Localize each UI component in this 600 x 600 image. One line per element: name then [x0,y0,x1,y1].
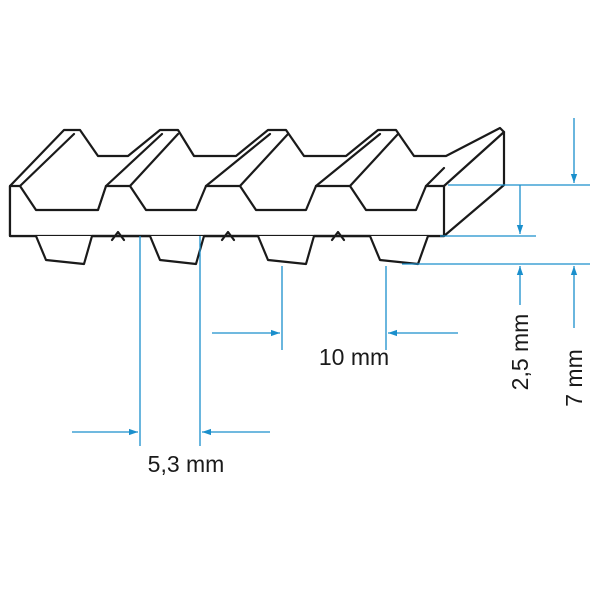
timing-belt [8,126,506,266]
belt-tooth-ridges [18,130,506,188]
belt-bottom-teeth [34,234,430,266]
pitch-label: 10 mm [319,344,389,370]
tooth-width-label: 5,3 mm [148,451,225,477]
tooth-height-label: 2,5 mm [507,314,533,391]
belt-front-face [8,184,446,238]
belt-tooth-nicks [110,230,346,242]
dimension-lines [72,118,590,446]
belt-height-label: 7 mm [561,349,587,407]
